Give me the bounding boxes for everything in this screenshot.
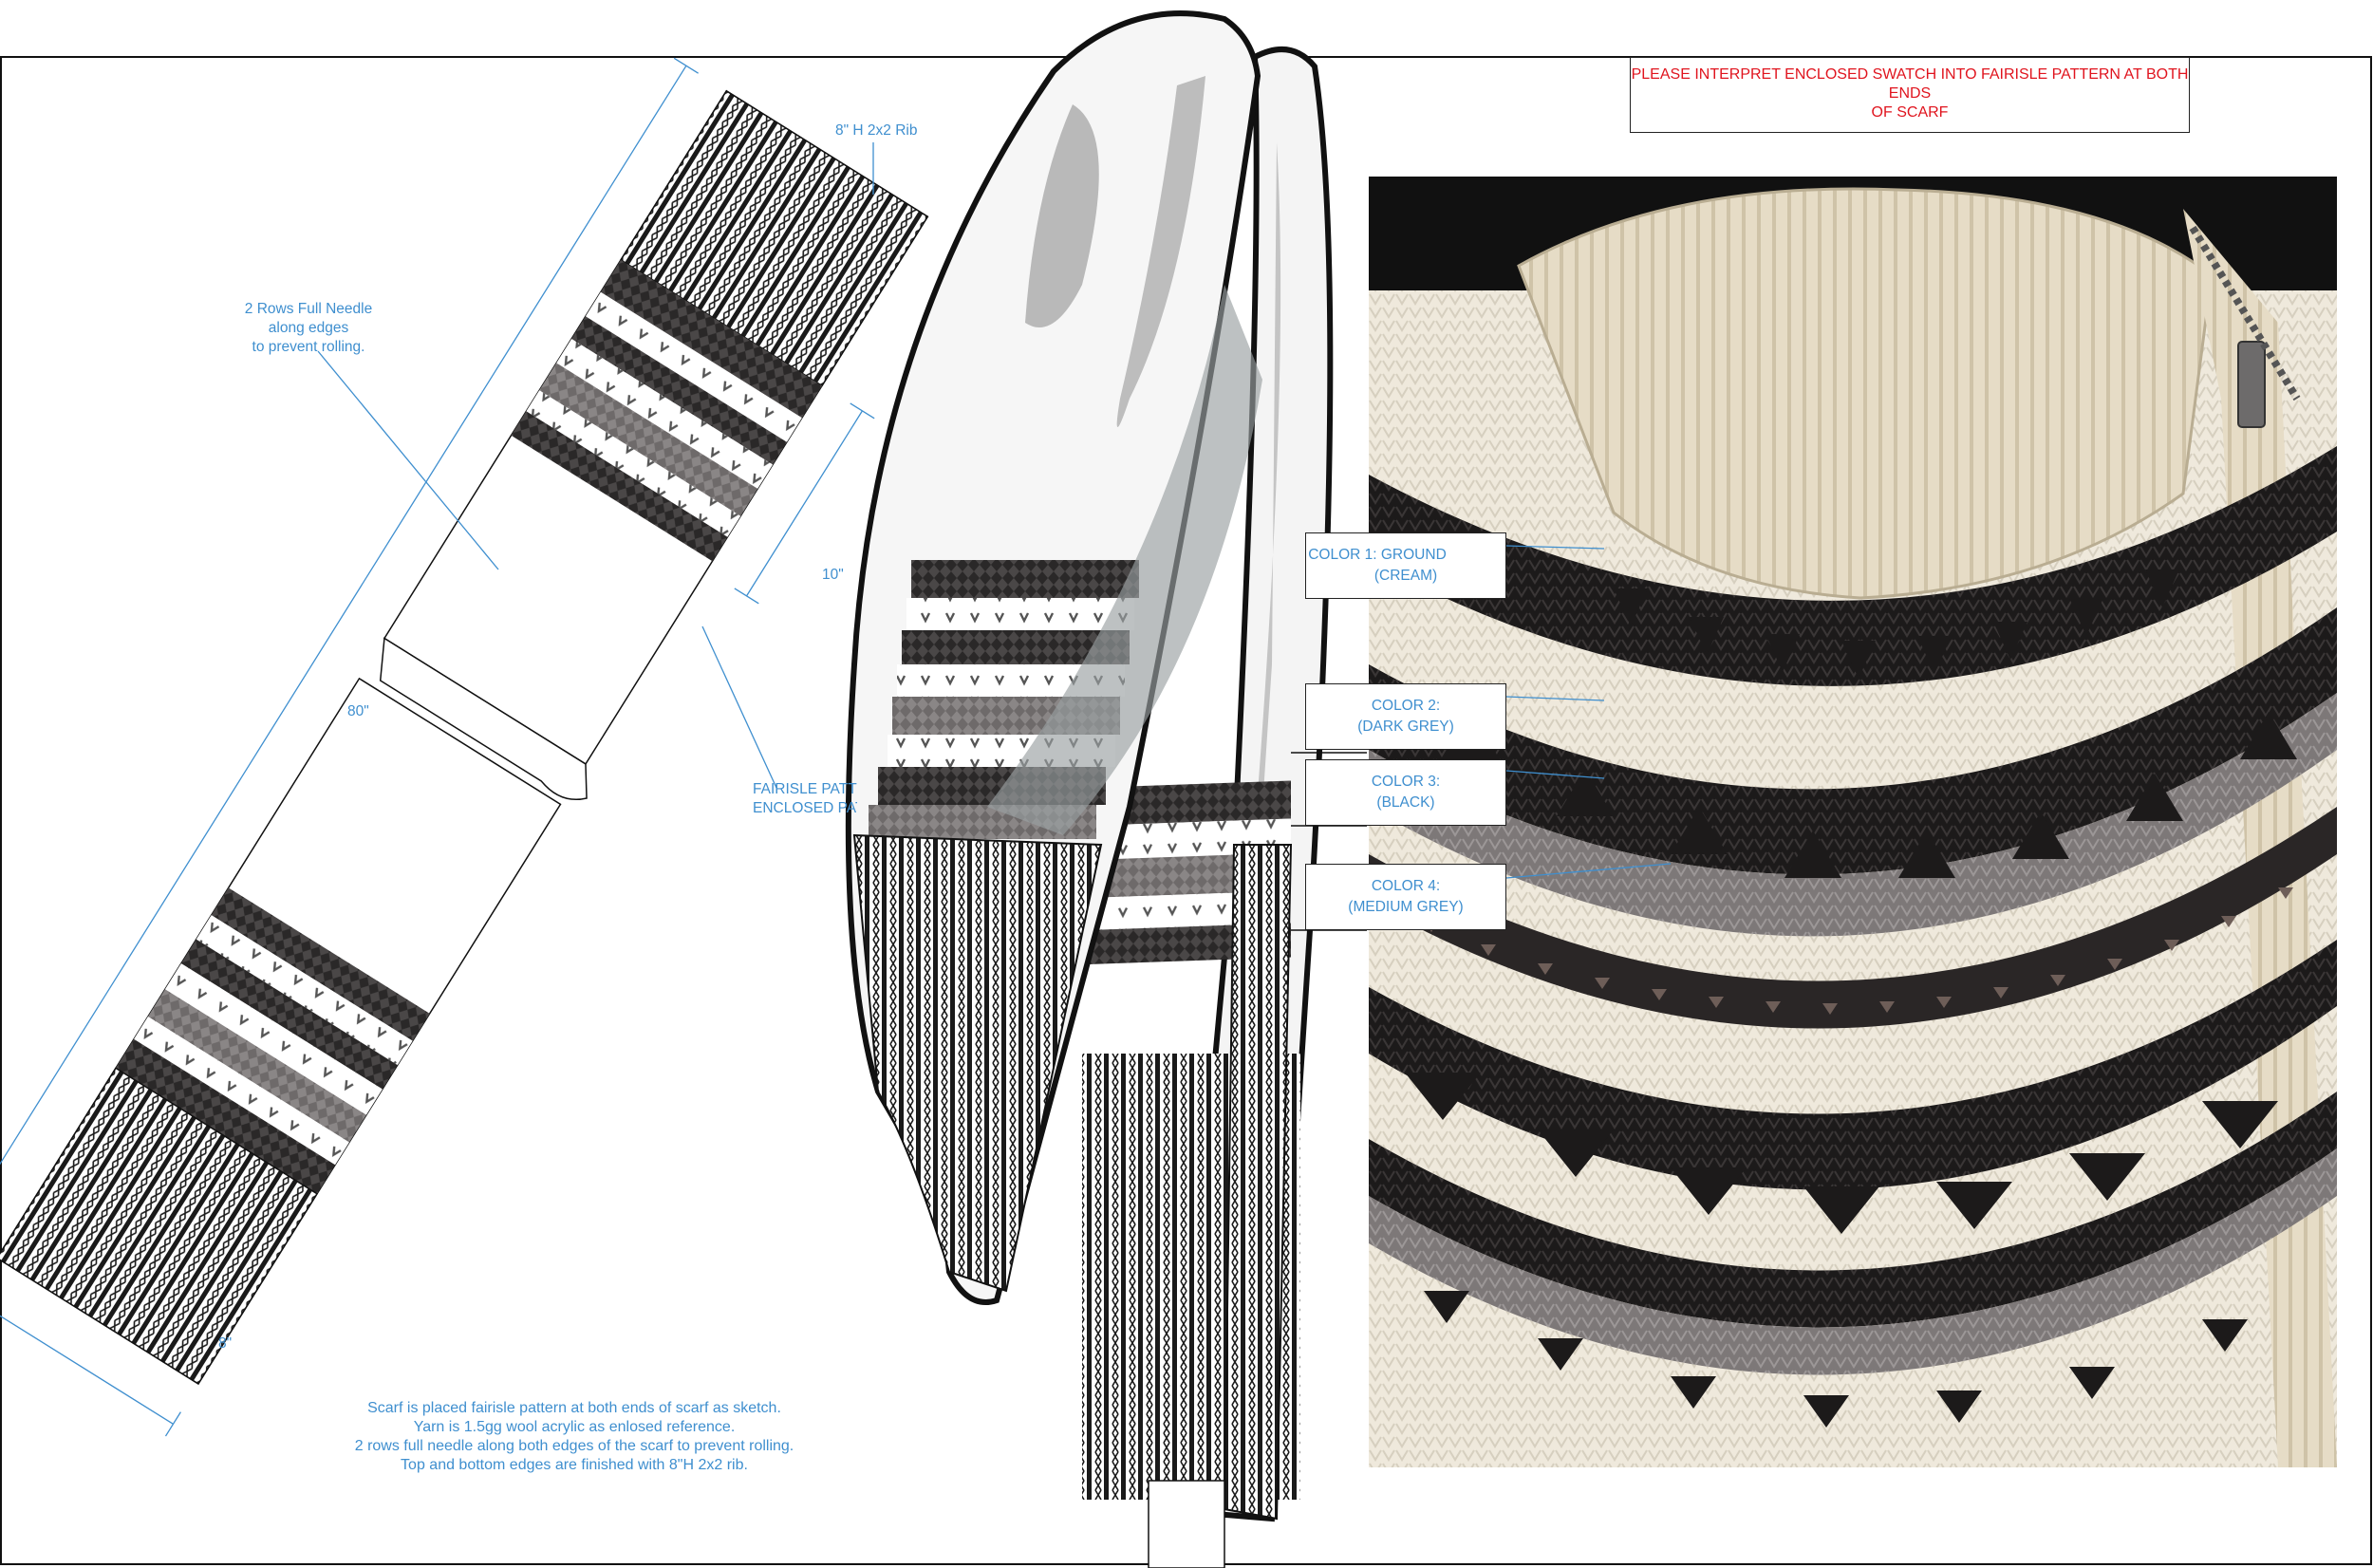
fairisle-note-line: FAIRISLE PATTERN AS (753, 781, 857, 797)
color-name: COLOR 1: GROUND (1308, 547, 1447, 563)
edge-note-line: to prevent rolling. (252, 339, 365, 355)
edge-note-line: 2 Rows Full Needle (244, 301, 373, 317)
edge-note: 2 Rows Full Needle along edges to preven… (228, 300, 389, 357)
fairisle-note: FAIRISLE PATTERN AS ENCLOSED PATTERN (753, 780, 857, 818)
edge-note-line: along edges (268, 320, 349, 336)
color-4-label: COLOR 4: (MEDIUM GREY) (1305, 864, 1506, 930)
rib-label: 8" H 2x2 Rib (835, 122, 918, 139)
color-name: COLOR 4: (1371, 878, 1441, 894)
color-2-label: COLOR 2: (DARK GREY) (1305, 683, 1506, 750)
section-dimension-label: 10" (822, 567, 844, 583)
swatch-photo (1369, 177, 2337, 1467)
instruction-line: PLEASE INTERPRET ENCLOSED SWATCH INTO FA… (1631, 66, 2189, 102)
color-desc: (DARK GREY) (1357, 719, 1454, 735)
spec-notes: Scarf is placed fairisle pattern at both… (323, 1399, 826, 1475)
length-dimension-label: 80" (347, 703, 369, 719)
color-desc: (BLACK) (1376, 794, 1435, 811)
spec-note-line: Top and bottom edges are finished with 8… (401, 1457, 748, 1473)
instruction-box: PLEASE INTERPRET ENCLOSED SWATCH INTO FA… (1630, 57, 2190, 133)
spec-note-line: 2 rows full needle along both edges of t… (354, 1438, 794, 1454)
color-desc: (MEDIUM GREY) (1348, 899, 1464, 915)
color-3-label: COLOR 3: (BLACK) (1305, 759, 1506, 826)
spec-note-line: Yarn is 1.5gg wool acrylic as enlosed re… (413, 1419, 736, 1435)
fairisle-note-line: ENCLOSED PATTERN (753, 800, 857, 816)
draped-scarf (845, 10, 1334, 1568)
flat-sketch (0, 57, 929, 1437)
color-desc: (CREAM) (1373, 568, 1438, 584)
spec-note-line: Scarf is placed fairisle pattern at both… (367, 1400, 781, 1416)
color-name: COLOR 3: (1371, 774, 1441, 790)
width-dimension-label: 8" (218, 1335, 233, 1352)
color-name: COLOR 2: (1371, 698, 1441, 714)
instruction-line: OF SCARF (1871, 104, 1949, 121)
color-1-label: COLOR 1: GROUND (CREAM) (1305, 532, 1506, 599)
